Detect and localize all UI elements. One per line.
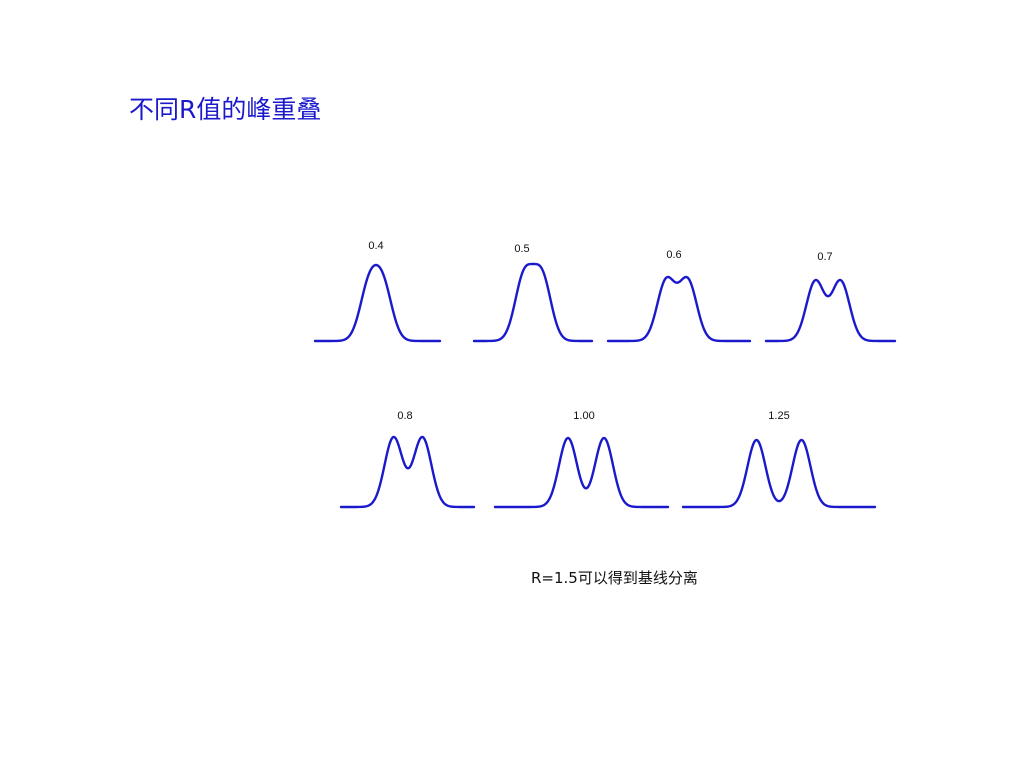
peak-label-5: 1.00 [573, 410, 594, 422]
peak-label-2: 0.6 [666, 249, 681, 261]
peak-curve-2 [606, 275, 752, 343]
peak-group-4: 0.8 [339, 410, 476, 509]
peak-curve-4 [339, 435, 476, 509]
peak-group-2: 0.6 [606, 249, 752, 343]
slide-title: 不同R值的峰重叠 [129, 95, 322, 124]
peak-curve-1 [472, 262, 594, 343]
peak-label-1: 0.5 [514, 243, 529, 255]
peak-label-0: 0.4 [368, 240, 383, 252]
peak-curve-6 [681, 438, 877, 509]
caption: R=1.5可以得到基线分离 [531, 569, 698, 587]
peak-group-6: 1.25 [681, 410, 877, 509]
peak-curve-5 [493, 436, 670, 509]
peak-curve-0 [313, 263, 442, 343]
peak-label-3: 0.7 [817, 251, 832, 263]
peak-group-3: 0.7 [764, 251, 897, 343]
peak-group-0: 0.4 [313, 240, 442, 343]
peak-label-6: 1.25 [768, 410, 789, 422]
peak-group-1: 0.5 [472, 243, 594, 343]
peak-curve-3 [764, 278, 897, 343]
peak-group-5: 1.00 [493, 410, 670, 509]
peak-label-4: 0.8 [397, 410, 412, 422]
